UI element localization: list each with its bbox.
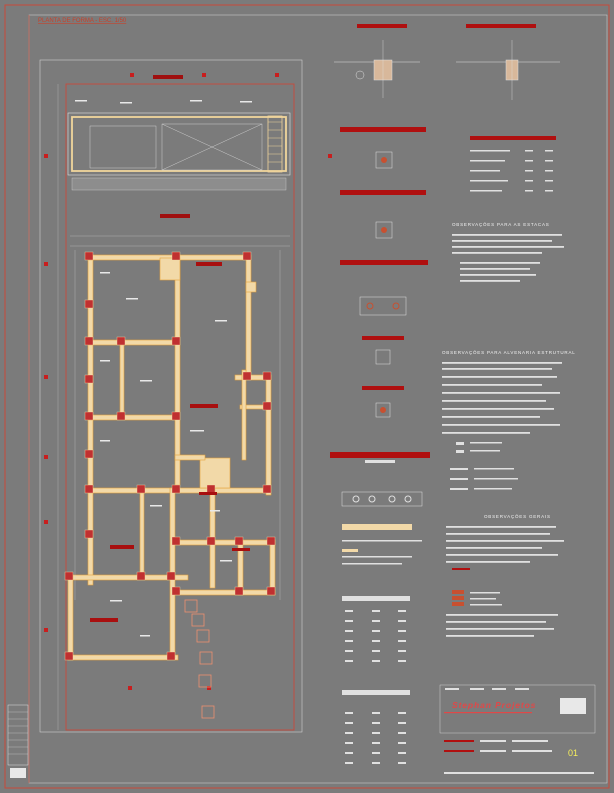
room-labels [90,262,250,622]
detail-column [330,24,430,764]
notes-column: OBSERVAÇÕES PARA AS ESTACAS OBSERVAÇÕES … [439,24,596,774]
dimension-annotations [75,100,252,637]
columns [64,251,276,661]
sheet-number: 01 [568,748,578,758]
top-structure [67,75,291,218]
masonry-notes-heading: OBSERVAÇÕES PARA ALVENARIA ESTRUTURAL [442,349,576,355]
margin-markers [44,73,332,690]
foundation-notes-heading: OBSERVAÇÕES PARA AS ESTACAS [452,221,550,227]
legend-table [7,704,29,778]
outer-border [4,4,610,789]
floor-plan [7,59,332,778]
company-name: Stephan Projetos [452,700,536,710]
general-notes-heading: OBSERVAÇÕES GERAIS [484,513,551,519]
plan-title: PLANTA DE FORMA - ESC. 1/50 [38,18,127,24]
stepping-stones [184,599,215,719]
title-block: Stephan Projetos 01 [439,684,596,774]
